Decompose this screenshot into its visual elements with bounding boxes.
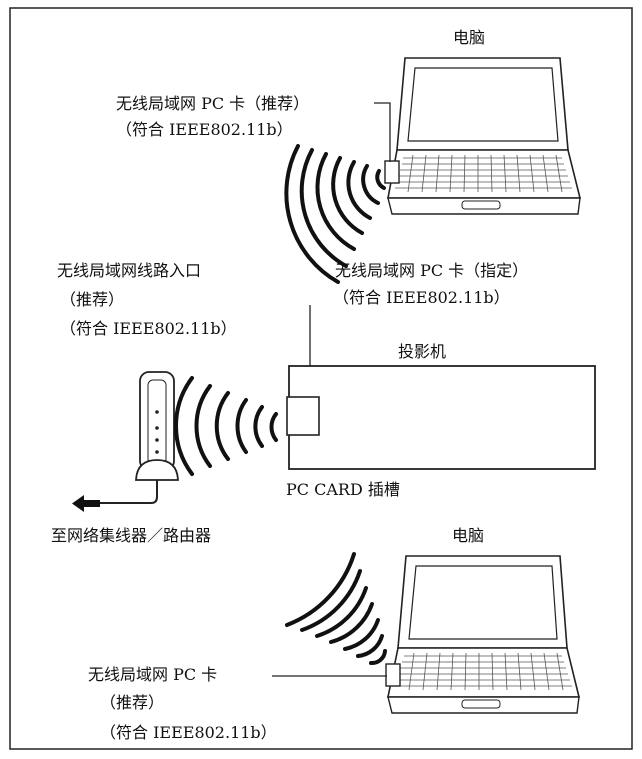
laptop-bottom-keyboard xyxy=(387,647,581,698)
laptop-top-wireless-waves xyxy=(284,144,386,284)
laptop-bottom-screen xyxy=(397,555,568,649)
laptop-bottom-pc-card xyxy=(385,663,401,687)
projector-body xyxy=(288,365,596,470)
pc-card-slot-label: PC CARD 插槽 xyxy=(286,480,400,499)
arrow-left-icon xyxy=(72,495,100,512)
access-point-wireless-waves xyxy=(174,376,278,476)
laptop-bottom-card-label-3: （符合 IEEE802.11b） xyxy=(100,723,277,742)
laptop-top-card-leader xyxy=(374,102,391,162)
laptop-top-label: 电脑 xyxy=(453,28,485,47)
laptop-bottom-wireless-waves xyxy=(285,552,387,666)
access-point-label-1: 无线局域网线路入口 xyxy=(57,261,201,280)
access-point-device xyxy=(135,371,179,481)
network-cable xyxy=(92,480,158,504)
access-point-label-3: （符合 IEEE802.11b） xyxy=(60,319,237,338)
laptop-top-card-label-2: （符合 IEEE802.11b） xyxy=(116,120,293,139)
laptop-top-card-label-1: 无线局域网 PC 卡（推荐） xyxy=(116,94,309,113)
access-point-led xyxy=(155,450,159,454)
laptop-bottom-label: 电脑 xyxy=(452,526,484,545)
laptop-top-pc-card xyxy=(384,160,400,184)
laptop-bottom: 电脑 xyxy=(385,526,581,714)
access-point-led xyxy=(155,410,159,414)
access-point-label-2: （推荐） xyxy=(60,290,124,309)
access-point-led xyxy=(155,438,159,442)
projector-card-label-2: （符合 IEEE802.11b） xyxy=(333,288,510,307)
laptop-top: 电脑 xyxy=(384,28,582,215)
projector-card-label-1: 无线局域网 PC 卡（指定） xyxy=(335,261,528,280)
projector-label: 投影机 xyxy=(398,342,446,361)
access-point-led xyxy=(155,426,159,430)
laptop-top-screen xyxy=(396,57,569,151)
laptop-bottom-card-label-1: 无线局域网 PC 卡 xyxy=(88,665,217,684)
projector-pc-card xyxy=(286,396,320,436)
laptop-top-keyboard xyxy=(387,149,582,199)
laptop-bottom-card-label-2: （推荐） xyxy=(100,693,164,712)
network-hub-label: 至网络集线器／路由器 xyxy=(51,526,211,545)
